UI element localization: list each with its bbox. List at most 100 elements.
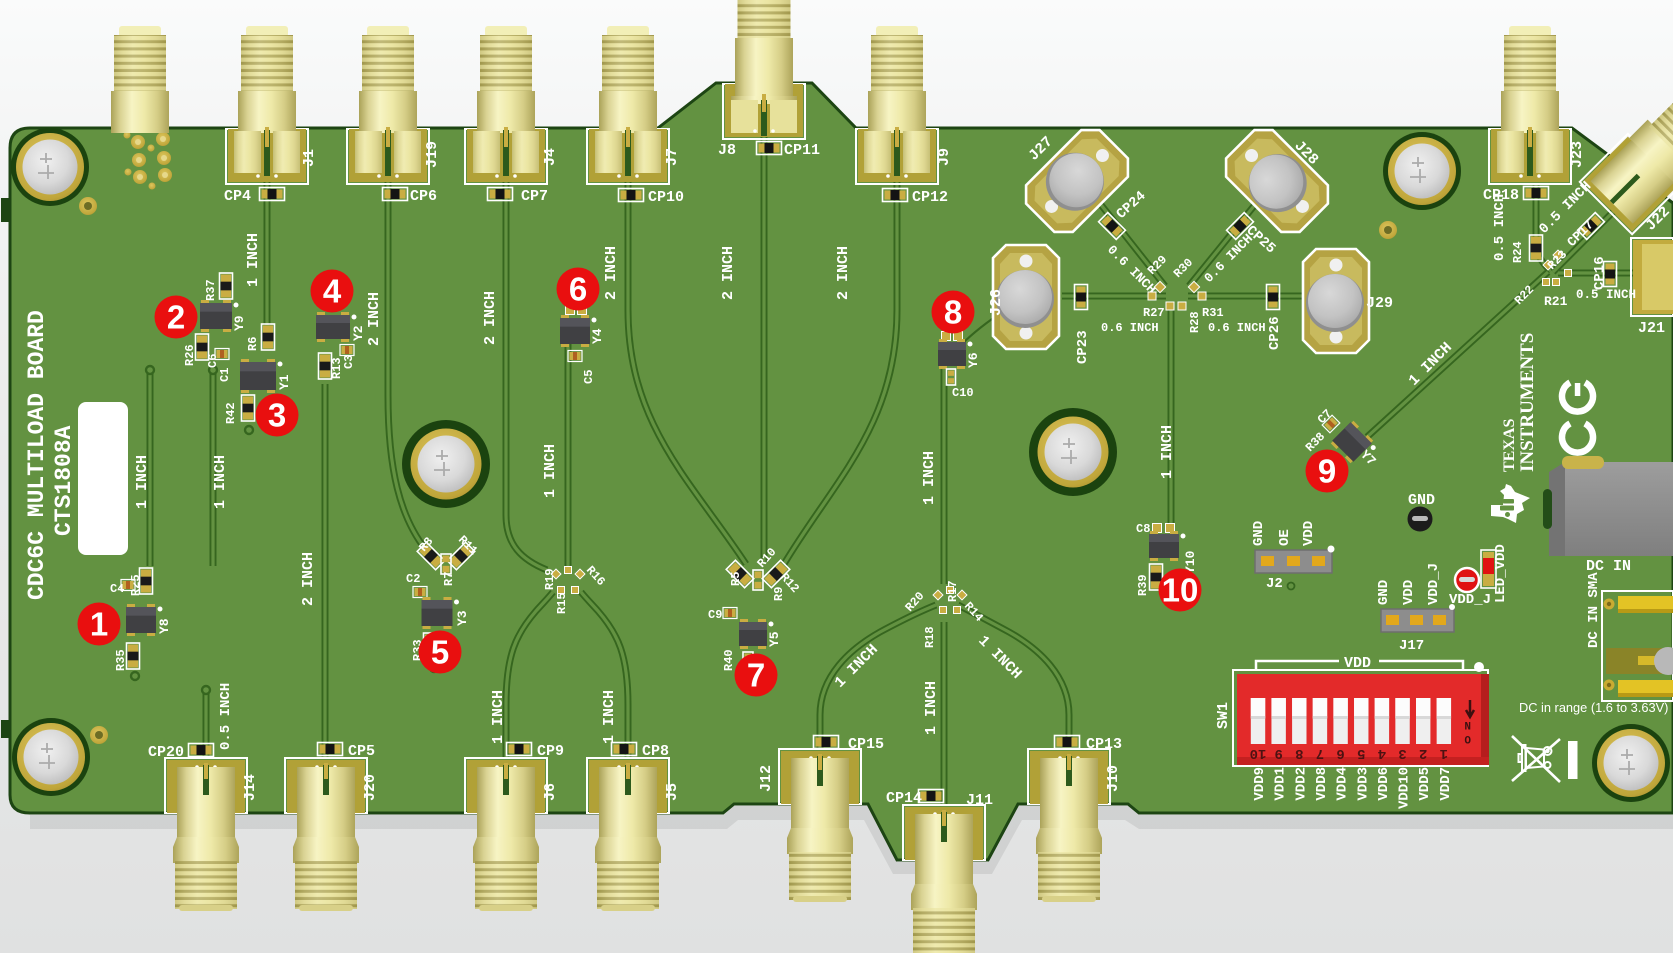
svg-text:CP20: CP20 [148, 744, 184, 761]
svg-text:Y5: Y5 [767, 631, 782, 647]
svg-text:C3: C3 [342, 355, 356, 369]
svg-text:R37: R37 [204, 279, 218, 301]
svg-text:C1: C1 [218, 368, 232, 382]
svg-text:CP7: CP7 [521, 188, 548, 205]
svg-text:CP14: CP14 [886, 790, 922, 807]
svg-text:VDD2: VDD2 [1293, 767, 1309, 801]
svg-text:0.6 INCH: 0.6 INCH [1101, 321, 1159, 335]
svg-text:1 INCH: 1 INCH [601, 690, 618, 744]
svg-text:1 INCH: 1 INCH [542, 444, 559, 498]
svg-text:VDD_J: VDD_J [1426, 563, 1442, 605]
svg-text:VDD8: VDD8 [1314, 767, 1330, 801]
svg-text:C10: C10 [952, 386, 974, 400]
svg-text:CP11: CP11 [784, 142, 820, 159]
svg-text:J2: J2 [1266, 576, 1283, 592]
svg-text:Y9: Y9 [232, 315, 247, 331]
svg-text:O: O [1464, 732, 1471, 744]
svg-text:2: 2 [1419, 745, 1427, 761]
svg-text:CP8: CP8 [642, 743, 669, 760]
svg-text:DC IN: DC IN [1586, 558, 1631, 575]
svg-text:CP4: CP4 [224, 188, 251, 205]
svg-text:3: 3 [268, 397, 286, 434]
svg-text:0.5 INCH: 0.5 INCH [1492, 194, 1508, 261]
svg-text:7: 7 [1316, 745, 1324, 761]
svg-text:R17: R17 [946, 580, 960, 602]
svg-text:J23: J23 [1569, 141, 1586, 168]
svg-text:J6: J6 [542, 783, 559, 801]
svg-text:7: 7 [747, 657, 765, 694]
svg-text:8: 8 [1295, 745, 1303, 761]
svg-text:Y6: Y6 [966, 352, 981, 368]
svg-text:DC IN SMA: DC IN SMA [1586, 572, 1602, 648]
svg-text:2 INCH: 2 INCH [366, 292, 383, 346]
svg-text:VDD4: VDD4 [1335, 767, 1351, 801]
svg-text:1 INCH: 1 INCH [245, 233, 262, 287]
svg-text:VDD10: VDD10 [1397, 767, 1413, 809]
svg-text:VDD6: VDD6 [1376, 767, 1392, 801]
svg-text:C6: C6 [206, 354, 220, 368]
svg-text:R15: R15 [555, 592, 569, 614]
svg-text:J8: J8 [718, 142, 736, 159]
svg-text:10: 10 [1162, 572, 1199, 609]
svg-text:LED_VDD: LED_VDD [1493, 544, 1509, 603]
svg-text:9: 9 [1318, 453, 1336, 490]
svg-text:2: 2 [167, 299, 185, 336]
svg-text:CP26: CP26 [1267, 316, 1283, 350]
svg-text:2 INCH: 2 INCH [482, 291, 499, 345]
svg-text:R39: R39 [1136, 574, 1150, 596]
svg-text:5: 5 [431, 634, 449, 671]
svg-text:R9: R9 [772, 587, 786, 601]
svg-text:Y2: Y2 [351, 325, 366, 341]
svg-text:J9: J9 [936, 148, 953, 166]
svg-text:J21: J21 [1638, 320, 1665, 337]
svg-text:CP18: CP18 [1483, 187, 1519, 204]
svg-text:1 INCH: 1 INCH [923, 681, 940, 735]
svg-text:9: 9 [1274, 745, 1282, 761]
svg-text:VDD1: VDD1 [1273, 767, 1289, 801]
svg-text:CTS1808A: CTS1808A [51, 425, 77, 536]
svg-text:CDC6C MULTILOAD BOARD: CDC6C MULTILOAD BOARD [24, 310, 50, 600]
svg-text:R19: R19 [543, 568, 557, 590]
svg-text:R27: R27 [1143, 306, 1165, 320]
svg-text:R40: R40 [722, 649, 736, 671]
svg-text:2 INCH: 2 INCH [720, 246, 737, 300]
svg-text:CP16: CP16 [1592, 256, 1608, 290]
svg-text:J20: J20 [362, 774, 379, 801]
svg-text:10: 10 [1250, 745, 1267, 761]
svg-text:CP13: CP13 [1086, 736, 1122, 753]
svg-text:CP15: CP15 [848, 736, 884, 753]
svg-text:1 INCH: 1 INCH [1159, 425, 1176, 479]
svg-text:R6: R6 [246, 337, 260, 351]
svg-text:J7: J7 [664, 148, 681, 166]
svg-text:J26: J26 [988, 289, 1005, 316]
svg-text:4: 4 [1378, 745, 1386, 761]
svg-text:Y10: Y10 [1183, 550, 1198, 574]
svg-text:0.6 INCH: 0.6 INCH [1208, 321, 1266, 335]
svg-text:OE: OE [1277, 529, 1293, 546]
svg-text:J29: J29 [1366, 295, 1393, 312]
svg-text:CP9: CP9 [537, 743, 564, 760]
svg-text:R13: R13 [330, 357, 344, 379]
svg-text:CP6: CP6 [410, 188, 437, 205]
svg-text:3: 3 [1398, 745, 1406, 761]
svg-text:2 INCH: 2 INCH [603, 246, 620, 300]
svg-text:TEXAS: TEXAS [1501, 419, 1518, 472]
svg-text:1: 1 [90, 606, 108, 643]
svg-text:CP5: CP5 [348, 743, 375, 760]
svg-text:INSTRUMENTS: INSTRUMENTS [1517, 333, 1538, 472]
svg-text:SW1: SW1 [1215, 702, 1232, 729]
svg-text:C4: C4 [110, 582, 124, 596]
svg-text:C9: C9 [708, 608, 722, 622]
svg-text:N: N [1464, 718, 1471, 730]
svg-text:R42: R42 [224, 402, 238, 424]
svg-text:R5: R5 [729, 572, 743, 586]
svg-text:Y8: Y8 [157, 618, 172, 634]
svg-text:CP10: CP10 [648, 189, 684, 206]
svg-text:1: 1 [1440, 745, 1448, 761]
svg-text:J14: J14 [242, 774, 259, 801]
svg-text:R18: R18 [923, 626, 937, 648]
svg-text:R26: R26 [183, 344, 197, 366]
svg-text:J12: J12 [758, 765, 775, 792]
svg-text:VDD5: VDD5 [1417, 767, 1433, 801]
svg-text:2 INCH: 2 INCH [835, 246, 852, 300]
